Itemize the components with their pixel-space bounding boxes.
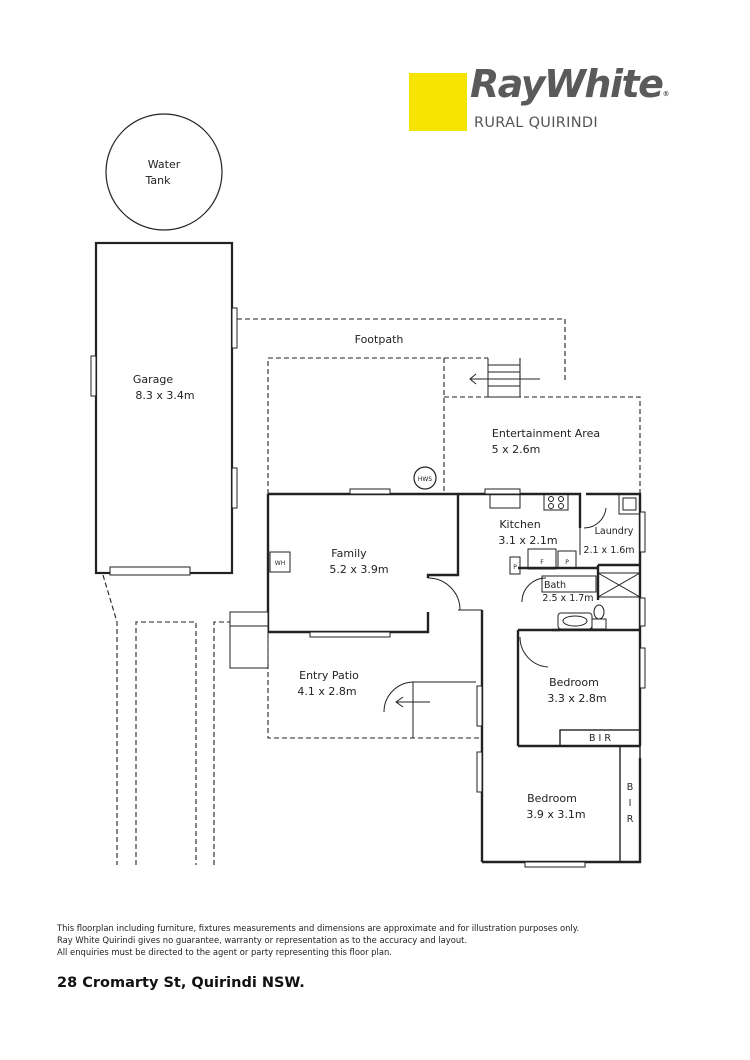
bedroom-2-name: Bedroom bbox=[527, 792, 577, 805]
disclaimer-line: Ray White Quirindi gives no guarantee, w… bbox=[57, 935, 468, 945]
entertainment-area-outline bbox=[444, 396, 641, 494]
entry-steps bbox=[229, 611, 269, 669]
bir-side-label: B bbox=[627, 782, 634, 793]
wh-label: WH bbox=[275, 560, 285, 567]
bedroom-1-name: Bedroom bbox=[549, 676, 599, 689]
entry-patio-size: 4.1 x 2.8m bbox=[297, 685, 356, 698]
garage-door bbox=[109, 566, 191, 576]
bath-size: 2.5 x 1.7m bbox=[542, 593, 593, 604]
fridge-label: F bbox=[540, 559, 544, 566]
brand-logo-subtitle: RURAL QUIRINDI bbox=[474, 115, 598, 131]
garage-name: Garage bbox=[133, 373, 174, 386]
family-size: 5.2 x 3.9m bbox=[329, 563, 388, 576]
entry-patio-name: Entry Patio bbox=[299, 669, 359, 682]
kitchen-name: Kitchen bbox=[499, 518, 540, 531]
hws-label: HWS bbox=[418, 476, 432, 483]
hot-water-system bbox=[413, 466, 437, 490]
bath-fittings bbox=[557, 604, 607, 630]
footpath-label: Footpath bbox=[355, 333, 404, 346]
windows bbox=[309, 488, 646, 868]
bir-side-label: R bbox=[627, 814, 634, 825]
brand-logo-square bbox=[409, 73, 467, 131]
bedroom-2-size: 3.9 x 3.1m bbox=[526, 808, 585, 821]
pantry-label: P bbox=[565, 559, 569, 566]
family-name: Family bbox=[331, 547, 367, 560]
water-tank-label: Water bbox=[148, 158, 181, 171]
disclaimer-line: All enquiries must be directed to the ag… bbox=[57, 947, 392, 957]
water-heater bbox=[269, 551, 291, 573]
bath-name: Bath bbox=[544, 580, 566, 591]
garage-outline bbox=[94, 241, 234, 575]
pantry-label: P bbox=[513, 564, 517, 571]
stairs bbox=[469, 358, 540, 398]
laundry-size: 2.1 x 1.6m bbox=[583, 545, 634, 556]
garage-size: 8.3 x 3.4m bbox=[135, 389, 194, 402]
fixtures bbox=[458, 528, 641, 611]
garage-window bbox=[90, 355, 97, 397]
laundry-name: Laundry bbox=[595, 526, 634, 537]
garage-window bbox=[231, 307, 238, 349]
built-in-robes bbox=[559, 729, 641, 863]
water-tank bbox=[105, 113, 223, 231]
entertainment-name: Entertainment Area bbox=[492, 427, 600, 440]
water-tank-label: Tank bbox=[145, 174, 172, 187]
bir-side-label: I bbox=[629, 798, 632, 809]
bedroom-1-size: 3.3 x 2.8m bbox=[547, 692, 606, 705]
property-address: 28 Cromarty St, Quirindi NSW. bbox=[57, 975, 305, 991]
kitchen-size: 3.1 x 2.1m bbox=[498, 534, 557, 547]
brand-logo-name: RayWhite® bbox=[470, 62, 670, 106]
disclaimer: This floorplan including furniture, fixt… bbox=[57, 922, 677, 958]
disclaimer-line: This floorplan including furniture, fixt… bbox=[57, 923, 580, 933]
door-swings bbox=[383, 507, 607, 738]
bir-label: B I R bbox=[589, 733, 611, 744]
garage-window bbox=[231, 467, 238, 509]
entertainment-size: 5 x 2.6m bbox=[492, 443, 541, 456]
